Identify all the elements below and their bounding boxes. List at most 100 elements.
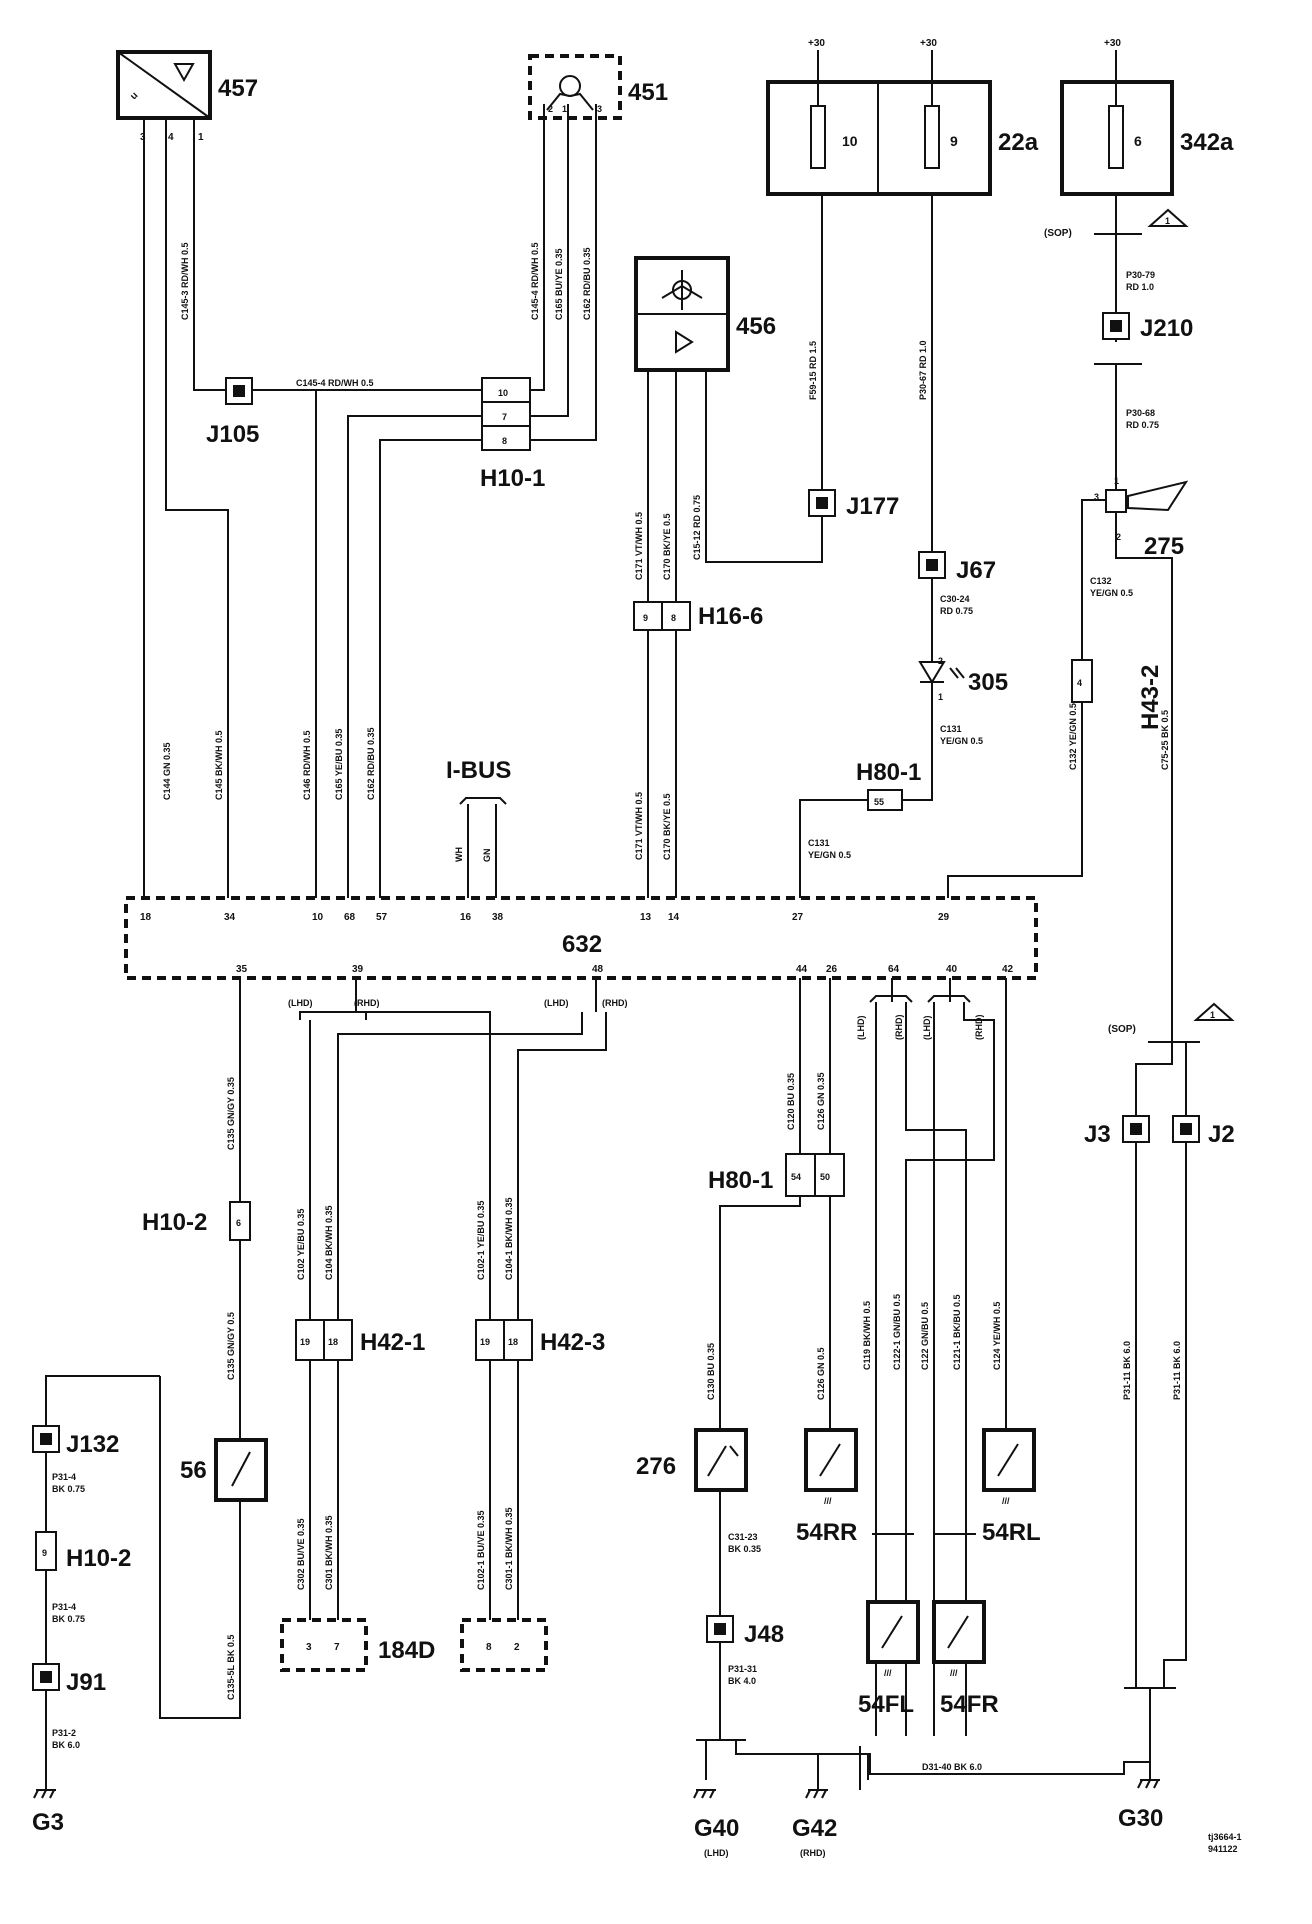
pin-label: 7 — [502, 412, 507, 422]
connector-H42-1: 19 18 H42-1 — [295, 1319, 425, 1361]
pin-label: 54 — [791, 1172, 801, 1182]
wire-label: C165 YE/BU 0.35 — [334, 729, 344, 800]
ground-label: G42 — [792, 1815, 837, 1842]
pin-label: 1 — [938, 692, 943, 702]
wire-label: C126 GN 0.35 — [816, 1072, 826, 1130]
wire-label: RD 0.75 — [940, 606, 973, 616]
pin-label: 27 — [792, 912, 804, 923]
wire-label: P31-31 — [728, 1664, 757, 1674]
pin-label: 8 — [671, 613, 676, 623]
wire-label: C130 BU 0.35 — [706, 1343, 716, 1400]
wire-label: D31-40 BK 6.0 — [922, 1762, 982, 1772]
connector-label: H10-2 — [142, 1209, 207, 1236]
wire-label: C301 BK/WH 0.35 — [324, 1515, 334, 1590]
pin-label: 1 — [1114, 476, 1119, 486]
drive-note: (RHD) — [602, 998, 628, 1008]
sop-label: (SOP) — [1044, 228, 1072, 239]
wire-label: C31-23 — [728, 1532, 758, 1542]
ibus-label: I-BUS — [446, 757, 511, 784]
wire-label: P31-4 — [52, 1472, 76, 1482]
pin-label: 8 — [502, 436, 507, 446]
pin-label: 3 — [1094, 492, 1099, 502]
wire-label: C302 BU/VE 0.35 — [296, 1518, 306, 1590]
pin-label: 38 — [492, 912, 504, 923]
pin-label: 13 — [640, 912, 652, 923]
wire-label: YE/GN 0.5 — [940, 736, 983, 746]
component-label: 184D — [378, 1637, 435, 1664]
component-54RL: /// 54RL — [982, 1428, 1041, 1546]
ground-symbol-icon — [805, 1789, 828, 1799]
connector-H42-3: 19 18 H42-3 — [475, 1319, 605, 1361]
pin-label: 29 — [938, 912, 950, 923]
wire-label: C135 GN/GY 0.35 — [226, 1077, 236, 1150]
component-label: 275 — [1144, 533, 1184, 560]
wire-label: BK 4.0 — [728, 1676, 756, 1686]
pin-label: 6 — [236, 1218, 241, 1228]
wire-label: C131 — [808, 838, 830, 848]
wire-label: P31-2 — [52, 1728, 76, 1738]
svg-text:1: 1 — [1165, 216, 1170, 226]
pin-label: 2 — [514, 1642, 520, 1653]
component-label: 54RL — [982, 1519, 1041, 1546]
wire-label: C301-1 BK/WH 0.35 — [504, 1507, 514, 1590]
wire-label: C145-4 RD/WH 0.5 — [296, 378, 374, 388]
component-label: 276 — [636, 1453, 676, 1480]
pin-label: 3 — [306, 1642, 312, 1653]
pin-label: 64 — [888, 964, 900, 975]
ground-label: G40 — [694, 1815, 739, 1842]
sop-label: (SOP) — [1108, 1024, 1136, 1035]
wire-label: C102-1 BU/VE 0.35 — [476, 1510, 486, 1590]
pin-label: 4 — [168, 132, 174, 143]
pin-label: 14 — [668, 912, 680, 923]
ground-label: G3 — [32, 1809, 64, 1836]
wire-label: P31-11 BK 6.0 — [1172, 1341, 1182, 1400]
wire-label: C119 BK/WH 0.5 — [862, 1301, 872, 1370]
wire-label: F59-15 RD 1.5 — [808, 341, 818, 400]
wire-label: C165 BU/YE 0.35 — [554, 248, 564, 320]
component-56: 56 — [180, 1438, 268, 1502]
pin-label: 39 — [352, 964, 364, 975]
wire-label: C132 YE/GN 0.5 — [1068, 703, 1078, 770]
drive-note: (RHD) — [894, 1015, 904, 1041]
wire-label: C162 RD/BU 0.35 — [582, 247, 592, 320]
pin-label: 68 — [344, 912, 356, 923]
drawing-code: tj3664-1 — [1208, 1832, 1242, 1842]
wire-label: C135 GN/GY 0.5 — [226, 1312, 236, 1380]
module-632-bottom-pins: 35 39 48 44 26 64 40 42 — [236, 964, 1014, 975]
svg-text:///: /// — [950, 1668, 958, 1678]
pin-label: 40 — [946, 964, 958, 975]
fuse-label: 9 — [950, 133, 958, 149]
ground-symbol-icon — [1137, 1779, 1160, 1789]
component-label: 22a — [998, 129, 1039, 156]
module-632-top-pins: 18 34 10 68 57 16 38 13 14 27 29 — [140, 912, 950, 923]
wire-label: C121-1 BK/BU 0.5 — [952, 1294, 962, 1370]
ground-note: (RHD) — [800, 1848, 826, 1858]
pin-label: 10 — [498, 388, 508, 398]
wire-label: C171 VT/WH 0.5 — [634, 792, 644, 860]
drive-note: (LHD) — [922, 1016, 932, 1041]
light-emission-icon — [949, 667, 965, 679]
splice-label: J132 — [66, 1431, 119, 1458]
warning-triangle-icon — [1193, 1002, 1235, 1021]
splice-label: J210 — [1140, 315, 1193, 342]
drive-note: (LHD) — [288, 998, 313, 1008]
component-276: 276 — [636, 1428, 748, 1492]
connector-label: H16-6 — [698, 603, 763, 630]
drive-note: (RHD) — [974, 1015, 984, 1041]
drive-note: (LHD) — [856, 1016, 866, 1041]
connector-label: H43-2 — [1137, 665, 1164, 730]
pin-label: 1 — [198, 132, 204, 143]
component-184D-a: 3 7 184D — [280, 1618, 435, 1672]
fuse-box-22a: +30 +30 10 9 22a — [766, 38, 1039, 196]
connector-label: H80-1 — [708, 1167, 773, 1194]
wire-label: C145 BK/WH 0.5 — [214, 730, 224, 800]
wire-label: YE/GN 0.5 — [1090, 588, 1133, 598]
component-label: 456 — [736, 313, 776, 340]
pin-label: 18 — [328, 1337, 338, 1347]
splice-label: J105 — [206, 421, 259, 448]
fuse-label: 6 — [1134, 133, 1142, 149]
component-184D-b: 8 2 — [460, 1618, 548, 1672]
component-label: 54FL — [858, 1691, 914, 1718]
